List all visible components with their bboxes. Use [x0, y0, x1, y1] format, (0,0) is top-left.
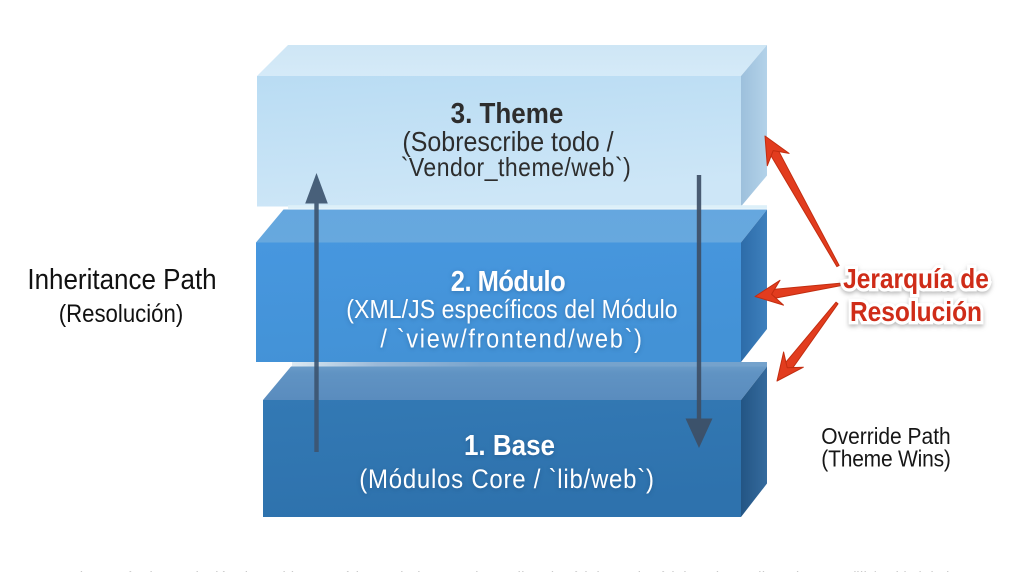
svg-text:(Módulos Core / `lib/web`): (Módulos Core / `lib/web`): [359, 465, 654, 495]
svg-text:2. Módulo: 2. Módulo: [451, 265, 565, 298]
svg-text:`Vendor_theme/web`): `Vendor_theme/web`): [401, 154, 632, 182]
svg-text:(XML/JS específicos del Módulo: (XML/JS específicos del Módulo: [346, 296, 677, 324]
svg-text:Inheritance Path: Inheritance Path: [27, 263, 216, 296]
svg-text:3. Theme: 3. Theme: [451, 97, 564, 130]
svg-text:Override Path: Override Path: [821, 423, 950, 449]
svg-text:Jerarquía de: Jerarquía de: [843, 263, 989, 295]
svg-text:1. Base: 1. Base: [464, 429, 555, 462]
svg-text:/ `view/frontend/web`): / `view/frontend/web`): [380, 324, 643, 354]
svg-text:(Resolución): (Resolución): [59, 300, 184, 327]
svg-text:Resolución: Resolución: [850, 296, 982, 328]
svg-text:La jerarquía de resolución de: La jerarquía de resolución de archivos e…: [59, 570, 996, 572]
svg-text:(Sobrescribe todo /: (Sobrescribe todo /: [402, 126, 614, 158]
svg-text:(Theme Wins): (Theme Wins): [821, 445, 950, 471]
